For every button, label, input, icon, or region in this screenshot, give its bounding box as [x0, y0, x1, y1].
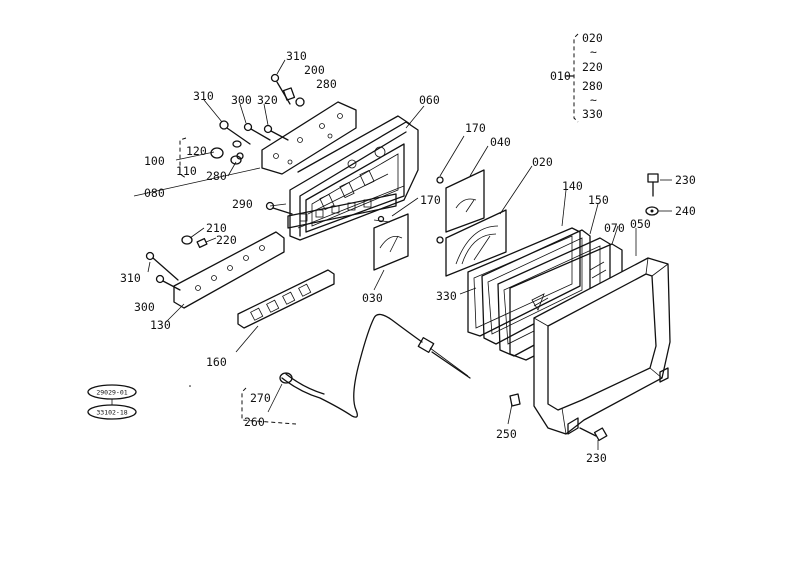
speck	[189, 385, 191, 387]
gauge-040	[436, 169, 485, 233]
lamp-panel-130	[145, 231, 285, 309]
label-320: 320	[257, 93, 278, 107]
label-280-top: 280	[316, 77, 337, 91]
label-020-group: 020	[582, 31, 603, 45]
panel-housing	[265, 115, 419, 241]
gauge-030	[373, 213, 409, 271]
drawing-references: 29029-01 33102-18	[87, 384, 137, 420]
cover-050	[533, 257, 671, 435]
label-280-left: 280	[206, 169, 227, 183]
label-100: 100	[144, 154, 165, 168]
label-200: 200	[304, 63, 325, 77]
label-280-group: 280	[582, 79, 603, 93]
label-tilde-2: ~	[590, 93, 597, 107]
label-070: 070	[604, 221, 625, 235]
leader-lines	[133, 59, 672, 450]
label-110: 110	[176, 164, 197, 178]
label-290: 290	[232, 197, 253, 211]
label-040: 040	[490, 135, 511, 149]
label-130: 130	[150, 318, 171, 332]
label-220-group: 220	[582, 60, 603, 74]
part-labels: 010 020 ~ 220 280 ~ 330 310 200 280 310 …	[120, 31, 696, 465]
tachometer-020	[436, 209, 507, 277]
label-220: 220	[216, 233, 237, 247]
ref-number-2: 33102-18	[96, 409, 127, 417]
label-310-left: 310	[193, 89, 214, 103]
label-170-top: 170	[465, 121, 486, 135]
label-160: 160	[206, 355, 227, 369]
label-230-bottom: 230	[586, 451, 607, 465]
label-270: 270	[250, 391, 271, 405]
label-240: 240	[675, 204, 696, 218]
lens-strip-160	[237, 269, 335, 329]
label-260: 260	[244, 415, 265, 429]
label-150: 150	[588, 193, 609, 207]
label-210: 210	[206, 221, 227, 235]
label-300-bottom: 300	[134, 300, 155, 314]
label-300-top: 300	[231, 93, 252, 107]
bolt-230-top	[645, 173, 659, 216]
label-030: 030	[362, 291, 383, 305]
bolt-230-bottom	[509, 393, 608, 441]
label-170-mid: 170	[420, 193, 441, 207]
bracket-010	[565, 33, 579, 123]
label-330-group: 330	[582, 107, 603, 121]
label-020: 020	[532, 155, 553, 169]
label-310-top: 310	[286, 49, 307, 63]
label-120: 120	[186, 144, 207, 158]
label-tilde-1: ~	[590, 45, 597, 59]
cable-260	[279, 313, 471, 418]
label-080: 080	[144, 186, 165, 200]
ref-number-1: 29029-01	[96, 389, 127, 397]
label-010: 010	[550, 69, 571, 83]
bracket-100	[179, 137, 187, 179]
label-140: 140	[562, 179, 583, 193]
bracket-260	[241, 387, 297, 425]
label-230-top: 230	[675, 173, 696, 187]
label-250: 250	[496, 427, 517, 441]
label-050: 050	[630, 217, 651, 231]
label-310-bottom: 310	[120, 271, 141, 285]
label-060: 060	[419, 93, 440, 107]
label-330: 330	[436, 289, 457, 303]
